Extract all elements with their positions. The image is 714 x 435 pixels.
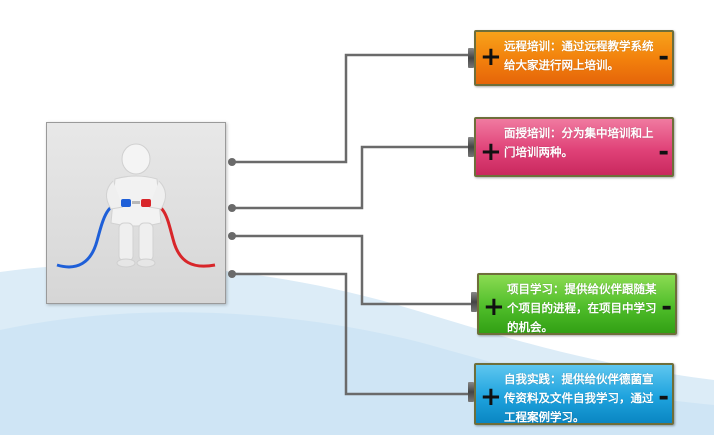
connector-dot-2 xyxy=(228,204,236,212)
battery-remote-training: + 远程培训：通过远程教学系统给大家进行网上培训。 - xyxy=(468,30,674,86)
battery-text: 项目学习：提供给伙伴跟随某个项目的进程，在项目中学习的机会。 xyxy=(507,282,657,334)
connector-dot-4 xyxy=(228,270,236,278)
minus-icon: - xyxy=(658,382,669,412)
battery-terminal-icon xyxy=(468,137,474,157)
figure-panel xyxy=(46,122,226,304)
connector-1 xyxy=(232,53,472,164)
connector-dot-3 xyxy=(228,232,236,240)
battery-face-training: + 面授培训：分为集中培训和上门培训两种。 - xyxy=(468,117,674,177)
battery-text: 自我实践：提供给伙伴德菌宣传资料及文件自我学习，通过工程案例学习。 xyxy=(504,372,654,424)
plus-icon: + xyxy=(480,382,502,412)
minus-icon: - xyxy=(658,42,669,72)
battery-project-learning: + 项目学习：提供给伙伴跟随某个项目的进程，在项目中学习的机会。 - xyxy=(471,273,677,335)
battery-self-practice: + 自我实践：提供给伙伴德菌宣传资料及文件自我学习，通过工程案例学习。 - xyxy=(468,363,674,425)
minus-icon: - xyxy=(658,137,669,167)
battery-text: 面授培训：分为集中培训和上门培训两种。 xyxy=(504,126,654,159)
connector-2 xyxy=(232,145,472,210)
minus-icon: - xyxy=(661,292,672,322)
battery-terminal-icon xyxy=(468,48,474,68)
connector-3 xyxy=(232,234,475,306)
plus-icon: + xyxy=(483,292,505,322)
person-connecting-cables-icon xyxy=(56,143,216,269)
connector-dot-1 xyxy=(228,158,236,166)
battery-text: 远程培训：通过远程教学系统给大家进行网上培训。 xyxy=(504,39,654,72)
plus-icon: + xyxy=(480,137,502,167)
connector-4 xyxy=(232,272,472,396)
battery-terminal-icon xyxy=(471,292,477,312)
plus-icon: + xyxy=(480,42,502,72)
battery-terminal-icon xyxy=(468,382,474,402)
